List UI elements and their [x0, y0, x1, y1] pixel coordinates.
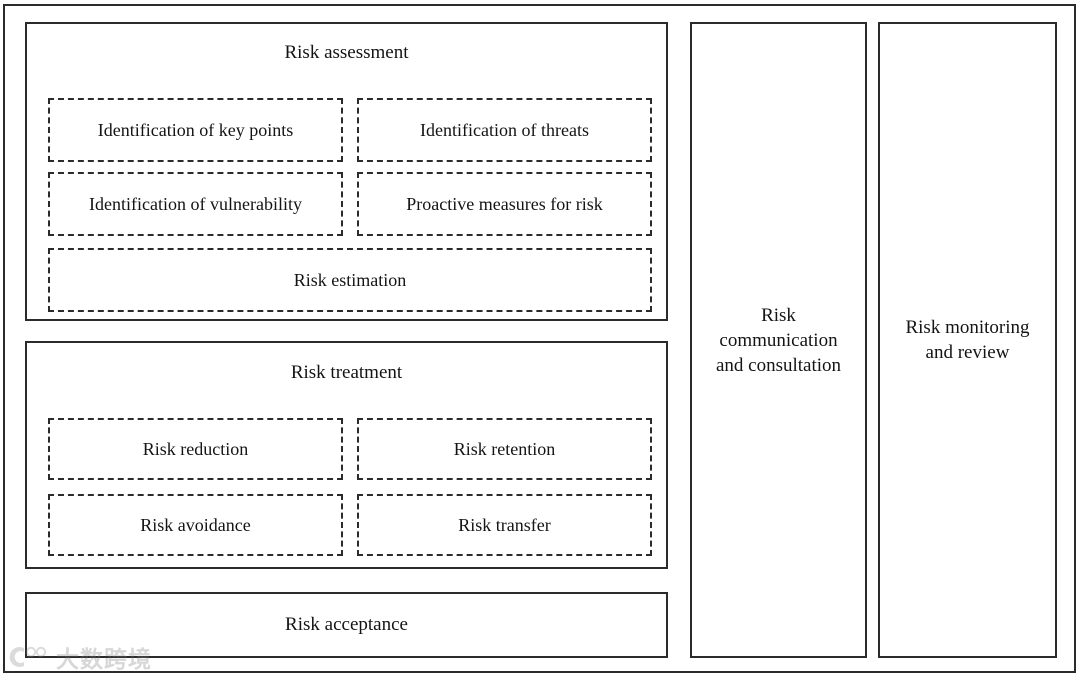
risk-assessment-item-risk-estimation: Risk estimation [48, 248, 652, 312]
risk-acceptance-title: Risk acceptance [285, 614, 408, 635]
box-label: Identification of threats [420, 119, 589, 140]
box-label: Risk retention [453, 438, 556, 459]
risk-monitoring-label-line-1: Risk monitoring [905, 317, 1030, 338]
risk-monitoring-and-review-column: Risk monitoring and review [878, 22, 1057, 658]
risk-communication-and-consultation-column: Risk communication and consultation [690, 22, 867, 658]
box-label: Proactive measures for risk [406, 193, 603, 214]
risk-communication-label-line-3: and consultation [715, 354, 842, 376]
risk-assessment-item-identification-of-threats: Identification of threats [357, 98, 652, 162]
risk-monitoring-label-line-2: and review [925, 342, 1010, 363]
risk-treatment-item-risk-reduction: Risk reduction [48, 418, 343, 480]
diagram-outer-frame [3, 4, 1076, 673]
risk-communication-label-line-2: communication [719, 329, 838, 351]
risk-treatment-title: Risk treatment [290, 362, 403, 383]
risk-assessment-title: Risk assessment [284, 42, 409, 63]
risk-communication-label-line-1: Risk [761, 304, 796, 326]
risk-acceptance-section: Risk acceptance [25, 592, 668, 658]
risk-treatment-item-risk-avoidance: Risk avoidance [48, 494, 343, 556]
risk-communication-label: Risk communication and consultation [708, 303, 849, 378]
risk-treatment-item-risk-transfer: Risk transfer [357, 494, 652, 556]
box-label: Identification of vulnerability [89, 193, 302, 214]
box-label: Risk transfer [458, 514, 551, 535]
risk-assessment-item-identification-of-key-points: Identification of key points [48, 98, 343, 162]
box-label: Risk estimation [293, 269, 407, 290]
risk-assessment-item-proactive-measures-for-risk: Proactive measures for risk [357, 172, 652, 236]
box-label: Risk reduction [142, 438, 249, 459]
risk-treatment-item-risk-retention: Risk retention [357, 418, 652, 480]
box-label: Risk avoidance [140, 514, 251, 535]
box-label: Identification of key points [97, 119, 294, 140]
risk-monitoring-label: Risk monitoring and review [897, 315, 1037, 365]
risk-assessment-item-identification-of-vulnerability: Identification of vulnerability [48, 172, 343, 236]
